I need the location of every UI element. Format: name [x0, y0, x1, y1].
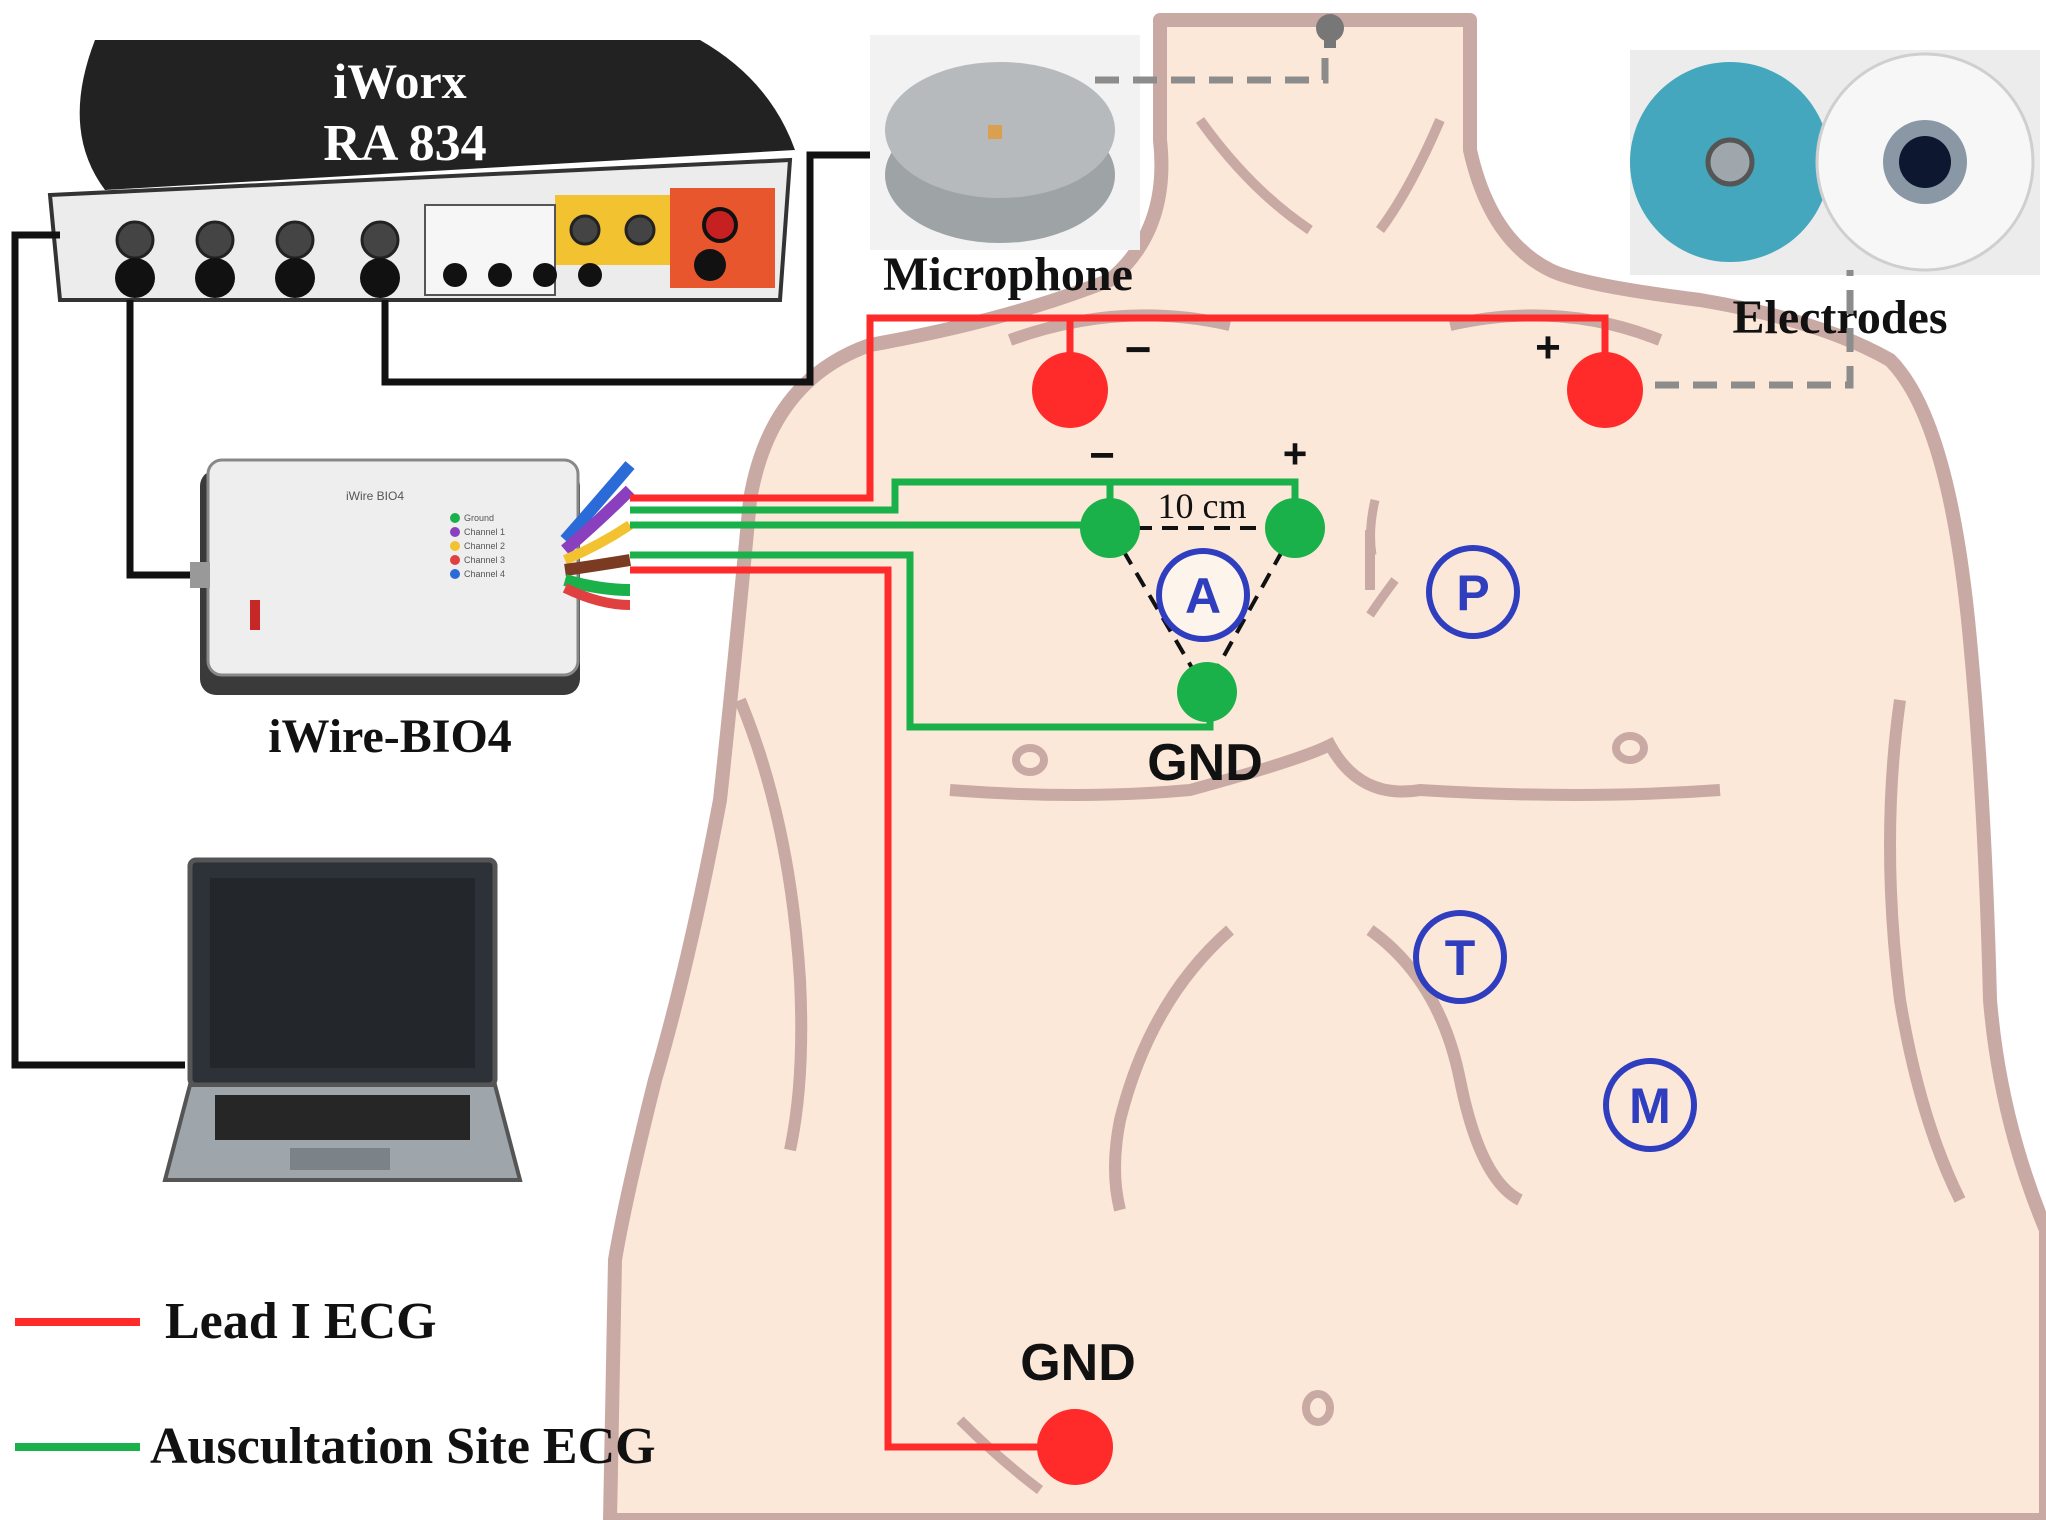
- laptop-screen: [210, 878, 475, 1068]
- left-nipple: [1012, 744, 1048, 776]
- svg-text:Channel 2: Channel 2: [464, 541, 505, 551]
- chest-mark-2: [1366, 577, 1399, 618]
- site-pulmonic: P: [1426, 545, 1520, 639]
- legend-lead1-label: Lead I ECG: [165, 1293, 437, 1350]
- electrodes-photo: Electrodes: [1630, 50, 2040, 344]
- svg-text:A: A: [1185, 568, 1221, 624]
- site-tricuspid: T: [1413, 910, 1507, 1004]
- electrode-dots: [1032, 352, 1643, 1485]
- lead1-pos-electrode: [1567, 352, 1643, 428]
- bio4-face-text: iWire BIO4: [346, 489, 404, 503]
- bio4-logo: [250, 600, 260, 630]
- svg-text:Channel 4: Channel 4: [464, 569, 505, 579]
- lead1-pos-sign: +: [1535, 323, 1561, 372]
- microphone-photo: Microphone: [870, 35, 1140, 301]
- laptop: [162, 857, 523, 1182]
- iworx-ra834-device: iWorx RA 834: [47, 40, 795, 302]
- body-illustration: [603, 13, 2046, 1520]
- daq-title-line1: iWorx: [333, 53, 466, 109]
- svg-text:T: T: [1445, 930, 1476, 986]
- legend: Lead I ECG Auscultation Site ECG: [15, 1293, 656, 1475]
- lead1-wire-gnd: [630, 566, 1060, 1451]
- right-nipple: [1612, 732, 1648, 764]
- site-neg-electrode: [1080, 498, 1140, 558]
- bio4-cable-port: [190, 562, 210, 588]
- navel: [1302, 1390, 1334, 1426]
- microphone-label: Microphone: [883, 248, 1133, 301]
- daq-title-line2: RA 834: [323, 115, 486, 172]
- iwire-bio4-device: iWire BIO4 Ground Channel 1 Channel 2 Ch…: [190, 458, 635, 763]
- torso-silhouette: [603, 13, 2046, 1520]
- daq-bnc-connectors: [115, 214, 656, 260]
- abdominal-line-left: [956, 1416, 1044, 1494]
- site-pos-electrode: [1265, 498, 1325, 558]
- lead1-neg-sign: −: [1125, 323, 1152, 375]
- daq-power-button: [702, 207, 738, 243]
- left-arm-line: [734, 697, 808, 1152]
- lead1-wire-main: [630, 314, 1609, 502]
- neck-line-right: [1375, 118, 1445, 233]
- svg-text:Ground: Ground: [464, 513, 494, 523]
- gnd-abdomen-label: GND: [1020, 1334, 1136, 1392]
- neck-microphone-head: [1316, 14, 1344, 42]
- chest-mark-1: [1366, 498, 1380, 556]
- microphone-sensor: [988, 125, 1002, 139]
- site-triangle: [1108, 526, 1297, 692]
- right-arm-line: [1884, 699, 1966, 1203]
- neck-line-left: [1195, 117, 1313, 235]
- svg-text:Channel 1: Channel 1: [464, 527, 505, 537]
- auscultation-sites: A P T M: [1156, 545, 1697, 1152]
- bio4-legend: Ground Channel 1 Channel 2 Channel 3 Cha…: [450, 513, 505, 579]
- rib-line-right: [1366, 925, 1523, 1206]
- pectoral-line: [949, 737, 1721, 801]
- rib-line-left: [1109, 925, 1234, 1212]
- electrode-annotations: − + − + 10 cm GND GND: [1020, 323, 1561, 1392]
- site-mitral: M: [1603, 1058, 1697, 1152]
- bio4-lead-bundle: [560, 461, 635, 610]
- electrodes-dashed-link: [1655, 270, 1854, 389]
- laptop-trackpad: [290, 1148, 390, 1170]
- gnd-chest-label: GND: [1147, 734, 1263, 792]
- laptop-keyboard: [215, 1095, 470, 1140]
- cable-daq-to-bio4: [126, 300, 200, 579]
- site-pos-sign: +: [1283, 430, 1308, 477]
- site-neg-sign: −: [1089, 431, 1115, 480]
- cable-daq-to-laptop: [11, 231, 185, 1069]
- daq-input-ports: [115, 249, 726, 298]
- microphone-dashed-link: [1095, 48, 1329, 84]
- lead1-neg-electrode: [1032, 352, 1108, 428]
- daq-top-panel: [79, 40, 795, 190]
- site-wire-pos: [630, 478, 1299, 520]
- lead1-gnd-electrode: [1037, 1409, 1113, 1485]
- electrode-blue-center: [1705, 137, 1755, 187]
- site-aortic: A: [1156, 548, 1250, 642]
- site-gnd-electrode: [1177, 662, 1237, 722]
- svg-text:P: P: [1456, 565, 1489, 621]
- svg-text:Channel 3: Channel 3: [464, 555, 505, 565]
- electrode-gel-center: [1899, 136, 1951, 188]
- cable-daq-to-microphone: [381, 151, 890, 386]
- data-cables: [11, 151, 890, 1069]
- bio4-label: iWire-BIO4: [268, 710, 512, 763]
- legend-site-label: Auscultation Site ECG: [150, 1418, 656, 1475]
- svg-text:M: M: [1629, 1078, 1671, 1134]
- distance-label: 10 cm: [1158, 486, 1247, 526]
- electrodes-label: Electrodes: [1732, 291, 1947, 344]
